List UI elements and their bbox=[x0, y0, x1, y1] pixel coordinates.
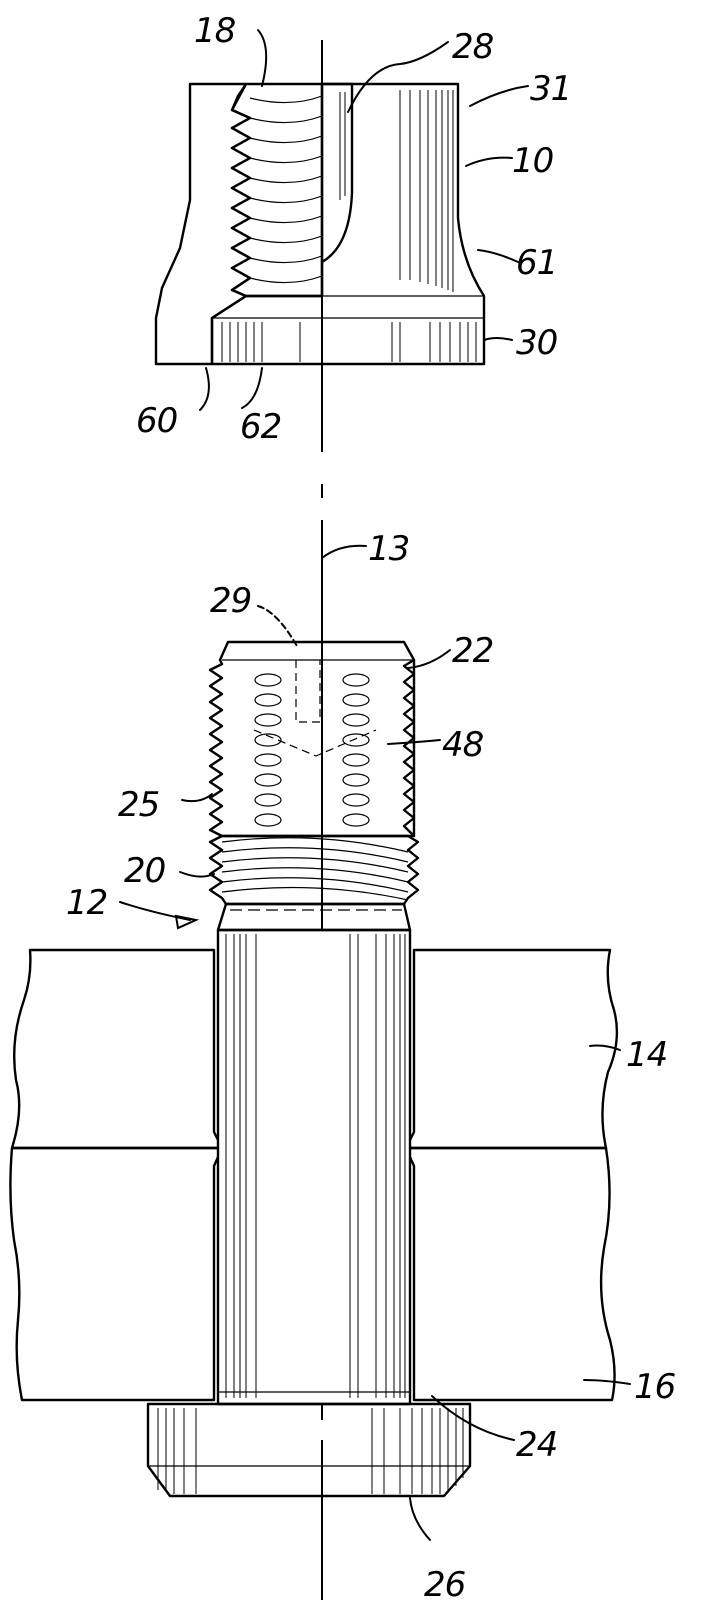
groove bbox=[254, 733, 282, 747]
plate-14 bbox=[10, 948, 619, 1150]
label-12: 12 bbox=[66, 883, 107, 923]
nut-thread-lines bbox=[249, 95, 323, 284]
label-25: 25 bbox=[118, 785, 159, 825]
groove bbox=[342, 753, 370, 767]
groove bbox=[254, 673, 282, 687]
nut-outer-body bbox=[210, 82, 486, 366]
label-62: 62 bbox=[240, 407, 281, 447]
bolt-grooves bbox=[254, 673, 370, 827]
groove bbox=[254, 793, 282, 807]
groove bbox=[342, 773, 370, 787]
groove bbox=[254, 753, 282, 767]
bolt-thread-lines bbox=[221, 837, 409, 901]
label-22: 22 bbox=[452, 631, 493, 671]
groove bbox=[342, 693, 370, 707]
nut-bore bbox=[320, 82, 354, 264]
label-31: 31 bbox=[530, 69, 571, 109]
groove bbox=[254, 713, 282, 727]
nut-thread-profile bbox=[230, 82, 324, 298]
label-24: 24 bbox=[516, 1425, 557, 1465]
groove bbox=[342, 713, 370, 727]
label-28: 28 bbox=[452, 27, 494, 67]
label-61: 61 bbox=[516, 243, 557, 283]
label-29: 29 bbox=[210, 581, 251, 621]
bolt-lobe-section bbox=[208, 640, 416, 838]
label-16: 16 bbox=[634, 1367, 676, 1407]
label-60: 60 bbox=[136, 401, 177, 441]
bolt-head-shading bbox=[157, 1408, 464, 1494]
groove bbox=[254, 773, 282, 787]
label-20: 20 bbox=[124, 851, 165, 891]
groove bbox=[342, 793, 370, 807]
bolt-thread bbox=[208, 834, 420, 906]
nut-shading-upper bbox=[339, 90, 454, 292]
label-10: 10 bbox=[512, 141, 553, 181]
groove bbox=[342, 813, 370, 827]
label-18: 18 bbox=[194, 11, 236, 51]
leader-lines bbox=[119, 29, 631, 1541]
label-48: 48 bbox=[442, 725, 484, 765]
groove bbox=[342, 673, 370, 687]
reference-numerals: 18 28 31 10 61 30 60 62 13 29 22 48 25 2… bbox=[66, 11, 677, 1600]
label-13: 13 bbox=[368, 529, 409, 569]
groove bbox=[342, 733, 370, 747]
bolt bbox=[146, 640, 472, 1498]
nut bbox=[154, 82, 486, 366]
groove bbox=[254, 813, 282, 827]
label-26: 26 bbox=[424, 1565, 466, 1600]
nut-shading-flange bbox=[221, 322, 477, 362]
label-14: 14 bbox=[626, 1035, 667, 1075]
groove bbox=[254, 693, 282, 707]
label-30: 30 bbox=[516, 323, 557, 363]
bolt-shank-shading bbox=[225, 934, 406, 1398]
